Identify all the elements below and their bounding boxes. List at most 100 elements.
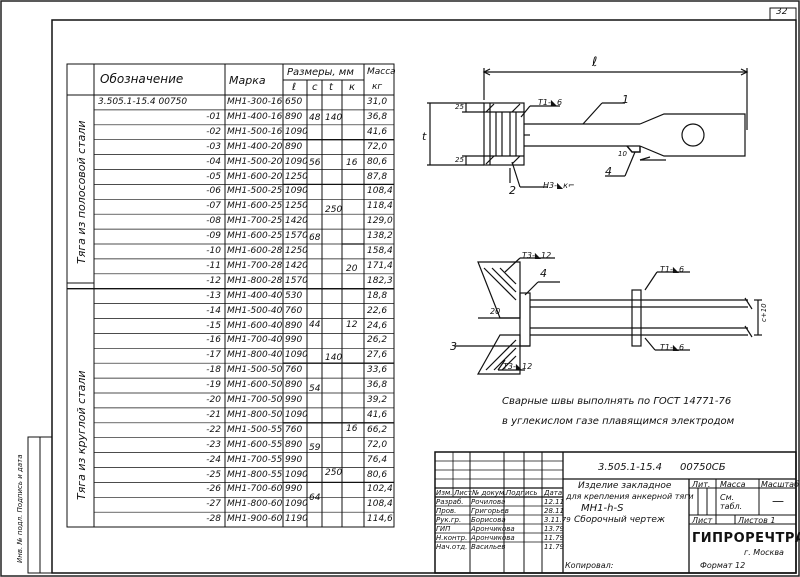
row-length: 1090 <box>285 126 308 137</box>
title-col-header: Подпись <box>506 489 538 497</box>
row-designation: -14 <box>206 305 221 316</box>
merged-t-250b: 250 <box>325 468 343 478</box>
title-role-name: Васильев <box>471 543 506 551</box>
title-role-name: Рочилова <box>471 498 506 506</box>
row-designation: 3.505.1-15.4 00750 <box>98 97 188 107</box>
merged-k-12: 12 <box>346 320 358 330</box>
header-mass-unit: кг <box>372 82 383 92</box>
weld-t1-top: Т1-◣6 <box>538 98 563 107</box>
merged-t-140b: 140 <box>325 353 343 363</box>
row-mass: 158,4 <box>367 246 393 256</box>
row-designation: -01 <box>206 111 221 122</box>
header-mark: Марка <box>229 74 266 87</box>
row-mark: МН1-400-40 <box>227 290 283 301</box>
row-mark: МН1-500-55 <box>227 424 283 435</box>
copied-label: Копировал: <box>565 561 614 570</box>
row-length: 1090 <box>285 186 308 197</box>
row-mass: 114,6 <box>367 514 393 525</box>
row-mass: 66,2 <box>367 424 388 435</box>
row-mass: 87,8 <box>367 171 388 182</box>
row-mark: МН1-700-50 <box>227 395 283 405</box>
row-mark: МН1-800-60 <box>227 499 283 510</box>
merged-t-250a: 250 <box>325 205 343 215</box>
row-mass: 102,4 <box>367 484 393 495</box>
merged-c-64: 64 <box>309 493 321 503</box>
dim-c-plus: c+10 <box>760 303 768 322</box>
row-mark: МН1-500-20 <box>227 156 283 167</box>
row-length: 1090 <box>285 409 308 420</box>
row-mark: МН1-800-28 <box>227 275 283 286</box>
title-role-role: Разраб. <box>436 498 464 506</box>
row-mass: 41,6 <box>367 409 388 420</box>
row-length: 1570 <box>285 275 308 286</box>
header-dimensions: Размеры, мм <box>287 67 354 78</box>
row-designation: -03 <box>206 141 221 152</box>
title-role-date: 11.79 <box>544 534 565 542</box>
row-mark: МН1-800-55 <box>227 469 283 480</box>
row-length: 890 <box>285 320 303 331</box>
row-mark: МН1-600-25 <box>227 231 283 242</box>
row-mark: МН1-400-20 <box>227 141 283 152</box>
weld-n3: Н3-◣к⌐ <box>543 181 575 190</box>
dim-25-top: 25 <box>455 103 464 111</box>
row-length: 760 <box>285 305 303 316</box>
row-mark: МН1-700-60 <box>227 484 283 495</box>
callout-4-top: 4 <box>605 165 612 178</box>
row-designation: -21 <box>206 409 221 420</box>
row-mass: 39,2 <box>367 395 388 405</box>
title-role-date: 11.79 <box>544 543 565 551</box>
row-designation: -02 <box>206 126 221 137</box>
title-role-name: Арончикова <box>471 534 515 542</box>
row-mass: 80,6 <box>367 156 388 167</box>
row-designation: -24 <box>206 454 221 465</box>
row-mark: МН1-600-55 <box>227 439 283 450</box>
row-length: 1090 <box>285 350 308 361</box>
row-length: 1250 <box>285 246 308 256</box>
side-stamp: Инв. № подл. Подпись и дата <box>16 454 24 564</box>
title-role-date: 12.11 <box>544 498 565 506</box>
row-mark: МН1-700-25 <box>227 216 283 227</box>
row-mass: 24,6 <box>367 320 388 331</box>
row-length: 1090 <box>285 469 308 480</box>
row-mass: 182,3 <box>367 275 393 286</box>
row-designation: -05 <box>206 171 221 182</box>
weld-t3-top: Т3-◣12 <box>522 251 552 260</box>
row-length: 1190 <box>285 514 308 525</box>
title-role-role: Н.контр. <box>436 534 468 542</box>
row-designation: -22 <box>206 424 221 435</box>
row-length: 890 <box>285 141 303 152</box>
row-length: 760 <box>285 424 303 435</box>
row-mark: МН1-300-16 <box>227 97 283 107</box>
row-designation: -07 <box>206 201 221 212</box>
dim-l: ℓ <box>592 55 598 70</box>
row-mark: МН1-500-25 <box>227 186 283 197</box>
title-col-header: Изм. <box>436 489 453 497</box>
row-length: 1090 <box>285 499 308 510</box>
row-mark: МН1-800-50 <box>227 409 283 420</box>
row-mass: 27,6 <box>367 350 388 361</box>
row-length: 1250 <box>285 171 308 182</box>
title-role-date: 28.11 <box>544 507 565 515</box>
dim-t: t <box>422 130 427 143</box>
row-length: 650 <box>285 97 303 107</box>
row-designation: -17 <box>206 350 221 361</box>
title-role-name: Арончикова <box>471 525 515 533</box>
row-designation: -20 <box>206 395 221 405</box>
row-designation: -23 <box>206 439 221 450</box>
note-line-2: в углекислом газе плавящимся электродом <box>502 416 735 427</box>
scale-label: Масштаб <box>761 480 800 489</box>
merged-c-56: 56 <box>309 158 321 168</box>
doc-suffix: 00750СБ <box>680 462 726 473</box>
row-length: 990 <box>285 335 303 346</box>
merged-c-44: 44 <box>309 320 321 330</box>
title-role-name: Григорьев <box>471 507 509 515</box>
row-mass: 80,6 <box>367 469 388 480</box>
city: г. Москва <box>744 548 784 557</box>
row-mark: МН1-900-60 <box>227 514 283 525</box>
merged-k-16a: 16 <box>346 158 358 168</box>
row-designation: -25 <box>206 469 221 480</box>
weld-t3-bottom: Т3-◣12 <box>503 362 533 371</box>
title-role-role: Рук.гр. <box>436 516 462 524</box>
row-mark: МН1-500-16 <box>227 126 283 137</box>
row-length: 890 <box>285 380 303 391</box>
